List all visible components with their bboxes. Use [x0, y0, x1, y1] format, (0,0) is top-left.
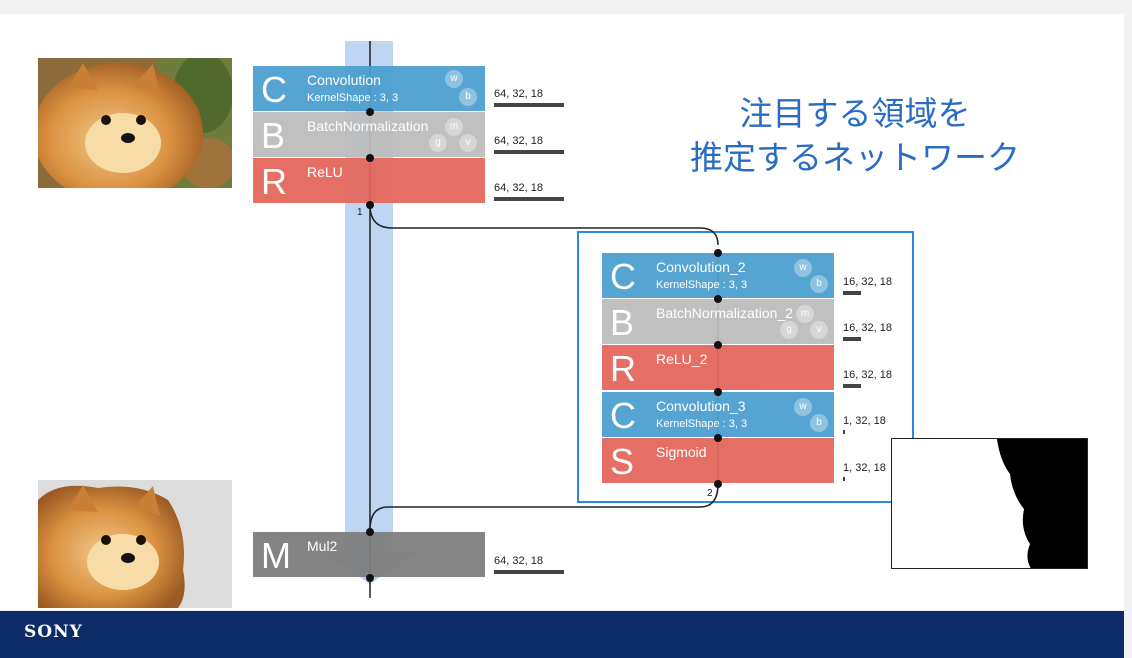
- output-shape-bar: [494, 150, 564, 154]
- masked-dog-photo: [38, 480, 232, 608]
- output-shape-bar: [494, 570, 564, 574]
- layer-name: ReLU: [307, 164, 343, 180]
- connection-node: [714, 388, 722, 396]
- connection-node: [714, 434, 722, 442]
- layer-type-letter: C: [610, 256, 636, 297]
- output-shape-label: 1, 32, 18: [843, 462, 886, 474]
- output-shape-label: 64, 32, 18: [494, 135, 543, 147]
- output-shape-label: 16, 32, 18: [843, 322, 892, 334]
- title-line-2: 推定するネットワーク: [690, 138, 1020, 177]
- param-b[interactable]: b: [459, 88, 477, 106]
- connection-node: [366, 528, 374, 536]
- layer-name: Convolution_2: [656, 259, 746, 275]
- layer-sigmoid[interactable]: S Sigmoid: [602, 438, 834, 483]
- output-shape-bar: [494, 103, 564, 107]
- layer-type-letter: B: [261, 115, 286, 156]
- layer-type-letter: C: [610, 395, 636, 436]
- layer-type-letter: C: [261, 69, 287, 110]
- layer-mul2[interactable]: M Mul2: [253, 532, 485, 577]
- param-w[interactable]: w: [794, 259, 812, 277]
- layer-relu[interactable]: R ReLU: [253, 158, 485, 203]
- layer-convolution[interactable]: C Convolution KernelShape : 3, 3 w b: [253, 66, 485, 111]
- connection-node: [714, 480, 722, 488]
- layer-kernel-shape: KernelShape : 3, 3: [307, 92, 399, 104]
- output-shape-bar: [843, 291, 861, 295]
- branch-port-label: 1: [357, 207, 363, 218]
- connection-node: [714, 249, 722, 257]
- output-shape-label: 64, 32, 18: [494, 182, 543, 194]
- layer-name: Convolution: [307, 72, 381, 88]
- layer-type-letter: M: [261, 535, 291, 576]
- layer-convolution-2[interactable]: C Convolution_2 KernelShape : 3, 3 w b: [602, 253, 834, 298]
- param-g[interactable]: g: [780, 321, 798, 339]
- title-line-1: 注目する領域を: [739, 94, 971, 133]
- layer-name: Convolution_3: [656, 398, 746, 414]
- output-shape-label: 16, 32, 18: [843, 276, 892, 288]
- layer-batchnormalization[interactable]: B BatchNormalization m g v: [253, 112, 485, 157]
- connection-node: [366, 574, 374, 582]
- layer-kernel-shape: KernelShape : 3, 3: [656, 279, 748, 291]
- sony-logo: SONY: [24, 622, 83, 642]
- output-shape-bar: [843, 337, 861, 341]
- layer-name: BatchNormalization_2: [656, 305, 793, 321]
- attention-branch-selection[interactable]: [577, 231, 914, 503]
- connection-node: [366, 108, 374, 116]
- output-shape-label: 16, 32, 18: [843, 369, 892, 381]
- connection-node: [714, 295, 722, 303]
- attention-mask-image: [891, 438, 1088, 569]
- layer-convolution-3[interactable]: C Convolution_3 KernelShape : 3, 3 w b: [602, 392, 834, 437]
- output-shape-label: 64, 32, 18: [494, 555, 543, 567]
- output-shape-bar: [843, 477, 845, 481]
- input-dog-photo: [38, 58, 232, 188]
- merge-port-label: 2: [707, 488, 713, 499]
- layer-type-letter: R: [610, 348, 636, 389]
- output-shape-bar: [843, 384, 861, 388]
- connection-node: [366, 201, 374, 209]
- param-b[interactable]: b: [810, 275, 828, 293]
- param-v[interactable]: v: [810, 321, 828, 339]
- layer-batchnormalization-2[interactable]: B BatchNormalization_2 m g v: [602, 299, 834, 344]
- output-shape-bar: [843, 430, 845, 434]
- layer-type-letter: B: [610, 302, 635, 343]
- output-shape-label: 1, 32, 18: [843, 415, 886, 427]
- param-g[interactable]: g: [429, 134, 447, 152]
- param-w[interactable]: w: [794, 398, 812, 416]
- layer-relu-2[interactable]: R ReLU_2: [602, 345, 834, 390]
- footer-bar: SONY: [0, 611, 1124, 658]
- layer-name: ReLU_2: [656, 351, 708, 367]
- param-m[interactable]: m: [796, 305, 814, 323]
- slide-title: 注目する領域を 推定するネットワーク: [640, 92, 1070, 180]
- connection-node: [366, 154, 374, 162]
- layer-name: Mul2: [307, 538, 338, 554]
- param-w[interactable]: w: [445, 70, 463, 88]
- param-v[interactable]: v: [459, 134, 477, 152]
- layer-name: BatchNormalization: [307, 118, 429, 134]
- layer-kernel-shape: KernelShape : 3, 3: [656, 418, 748, 430]
- connection-node: [714, 341, 722, 349]
- param-m[interactable]: m: [445, 118, 463, 136]
- output-shape-label: 64, 32, 18: [494, 88, 543, 100]
- param-b[interactable]: b: [810, 414, 828, 432]
- layer-type-letter: S: [610, 441, 635, 482]
- output-shape-bar: [494, 197, 564, 201]
- layer-type-letter: R: [261, 161, 287, 202]
- layer-name: Sigmoid: [656, 444, 707, 460]
